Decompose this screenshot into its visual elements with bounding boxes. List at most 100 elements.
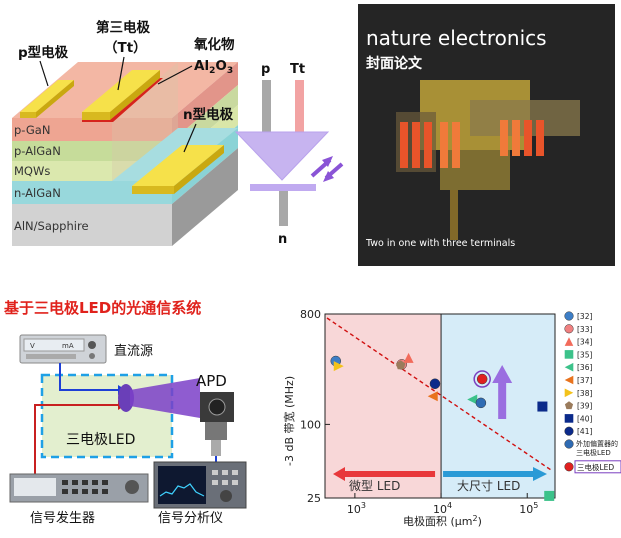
three-terminal-led-symbol: p Tt n (234, 62, 344, 247)
sapphire-side-face (172, 148, 238, 246)
legend-marker (564, 426, 574, 436)
legend-marker (564, 350, 574, 359)
cover-caption: Two in one with three terminals (365, 238, 515, 249)
legend-marker (564, 337, 574, 346)
data-point (537, 401, 548, 412)
legend-label: 三电极LED (577, 462, 614, 472)
diode-bar (250, 184, 316, 191)
third-electrode-leader (117, 56, 125, 91)
legend-label: [36] (577, 363, 592, 372)
p-electrode (20, 80, 74, 118)
legend-label: [37] (577, 376, 592, 385)
legend-label: 外加偏置器的 (576, 439, 618, 448)
oxide-label: 氧化物 (193, 36, 235, 53)
p-algan-layer (12, 141, 172, 161)
large-led-region (441, 314, 555, 498)
sapphire-layer (12, 204, 172, 246)
legend-marker (564, 388, 574, 398)
legend-label: [35] (577, 350, 592, 359)
cover-brand: nature electronics (366, 26, 547, 50)
layer-label-sapphire: AlN/Sapphire (14, 219, 89, 233)
legend-label: [39] (577, 402, 592, 411)
legend-label: [33] (577, 325, 592, 334)
cover-badge: 封面论文 (366, 55, 423, 72)
light-beam (130, 378, 200, 418)
third-electrode-sub: （Tt） (104, 40, 147, 56)
legend-marker (564, 414, 574, 423)
dc-wire (59, 363, 118, 391)
data-point (476, 373, 488, 385)
mesa-wall (112, 62, 178, 181)
legend-label: [32] (577, 312, 592, 321)
data-point (403, 352, 414, 363)
legend-marker (564, 439, 574, 449)
layer-label-p-algan: p-AlGaN (14, 144, 61, 158)
signal-analyzer-label: 信号分析仪 (158, 511, 223, 526)
system-and-chart-panel: 基于三电极LED的光通信系统 V mA 直流源 三电极LED APD 信号发生器 (3, 299, 621, 528)
device-structure-panel: p-GaN p-AlGaN MQWs n-AlGaN AlN/Sapphire … (12, 4, 615, 266)
led-label: 三电极LED (66, 432, 135, 448)
data-point (475, 397, 487, 409)
micro-led-arrow (333, 467, 436, 481)
p-terminal-label: p (261, 62, 270, 77)
trend-line (326, 317, 552, 471)
legend-marker (564, 401, 574, 410)
improvement-arrow (492, 365, 513, 420)
oxide-leader (157, 65, 193, 85)
data-point (395, 360, 406, 370)
apd-detector (200, 392, 234, 470)
legend-marker (564, 311, 574, 321)
y-axis-label: -3 dB 带宽 (MHz) (282, 376, 296, 466)
layer-label-mqws: MQWs (14, 164, 50, 178)
data-point (467, 394, 478, 405)
data-point (427, 391, 438, 402)
n-electrode-label: n型电极 (183, 106, 234, 123)
micro-led-region (325, 314, 442, 498)
p-electrode-leader (39, 60, 49, 87)
p-gan-layer (12, 118, 172, 141)
oxide-formula: Al2O3 (194, 58, 233, 76)
n-electrode (132, 145, 224, 194)
tt-terminal-label: Tt (290, 62, 305, 77)
legend-label: [40] (577, 414, 592, 423)
n-electrode-leader (183, 123, 197, 153)
legend-marker (564, 324, 574, 334)
apd-label: APD (196, 372, 227, 390)
signal-analyzer (153, 461, 247, 509)
highlight-ring (473, 370, 491, 388)
micro-led-label: 微型 LED (349, 479, 400, 493)
diode-triangle (234, 131, 330, 181)
data-points (330, 352, 555, 501)
layer-label-p-gan: p-GaN (14, 123, 50, 137)
legend-label: [34] (577, 338, 592, 347)
x-tick-label: 105 (519, 501, 538, 516)
n-terminal-lead (279, 191, 288, 226)
x-tick-label: 104 (433, 501, 452, 516)
third-electrode (82, 70, 163, 122)
y-axis: 800 100 25 (300, 308, 330, 505)
legend-highlight-box (574, 460, 621, 474)
journal-cover: nature electronics 封面论文 Two in one with … (358, 4, 615, 266)
large-led-arrow (443, 467, 547, 481)
legend-marker (564, 462, 574, 472)
data-point (429, 378, 441, 390)
data-point (544, 490, 555, 501)
legend: [32][33][34][35][36][37][38][39][40][41]… (564, 311, 621, 474)
meter-ma: mA (62, 342, 74, 350)
legend-label: 三电极LED (576, 448, 611, 457)
y-tick-label: 800 (300, 308, 321, 321)
third-electrode-label: 第三电极 (96, 19, 150, 36)
signal-wire (34, 404, 118, 474)
y-tick-label: 100 (300, 418, 321, 431)
legend-label: [41] (577, 427, 592, 436)
legend-marker (564, 362, 574, 372)
signal-generator-label: 信号发生器 (30, 510, 95, 526)
dc-source-label: 直流源 (114, 344, 153, 359)
n-terminal-label: n (278, 232, 287, 247)
data-point (333, 361, 344, 372)
p-gan-side-face (172, 62, 238, 141)
legend-marker (564, 375, 574, 385)
y-tick-label: 25 (307, 492, 321, 505)
x-tick-label: 103 (347, 501, 366, 516)
